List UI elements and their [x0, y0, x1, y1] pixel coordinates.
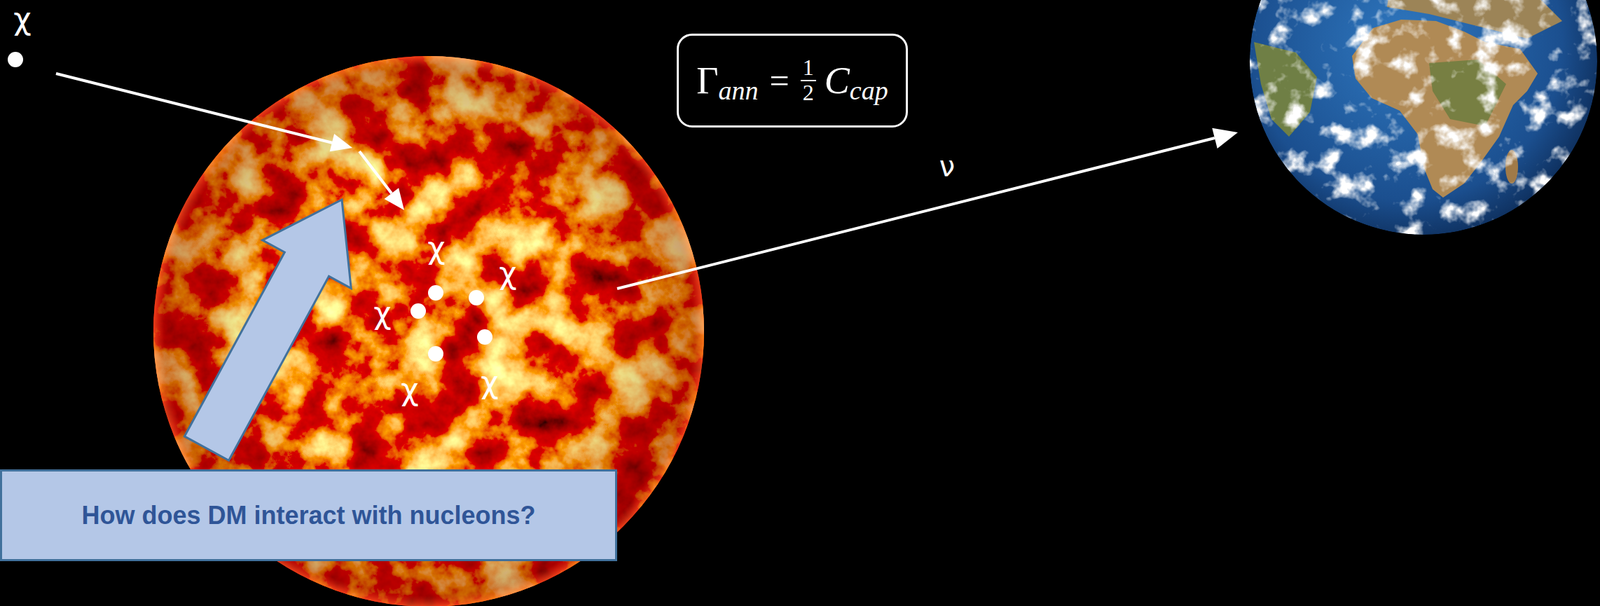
particle-symbol: χ [373, 297, 391, 329]
neutrino-line [617, 138, 1215, 289]
formula-symbol: 2 [800, 79, 817, 106]
particle-symbol: χ [13, 3, 31, 35]
particle-symbol: χ [427, 232, 445, 264]
particle-symbol: χ [480, 367, 499, 398]
formula: Γann = 12Ccap [696, 56, 888, 105]
dm-particle [428, 346, 444, 362]
earth [1249, 0, 1598, 235]
dm-particle [7, 51, 24, 68]
formula-box: Γann = 12Ccap [676, 33, 908, 128]
formula-symbol: C [824, 61, 850, 100]
fraction: 12 [800, 56, 817, 105]
dm-particle [468, 290, 485, 306]
trajectory-line [359, 151, 392, 194]
earth-ocean [1249, 0, 1598, 235]
arrow-head [1211, 128, 1238, 149]
neutrino-symbol: ν [939, 152, 955, 181]
question-text: How does DM interact with nucleons? [81, 500, 536, 531]
arrow-head [384, 187, 405, 211]
formula-symbol: cap [849, 77, 889, 104]
clouds [1249, 0, 1598, 235]
trajectory-line [56, 73, 333, 143]
dm-particle [410, 303, 426, 319]
formula-symbol: Γ [696, 61, 719, 100]
formula-symbol: = [769, 63, 790, 99]
formula-symbol: ann [718, 77, 759, 104]
block-arrow [184, 199, 351, 461]
dm-particle [477, 329, 493, 345]
arrow-head [329, 133, 353, 152]
particle-symbol: χ [498, 257, 517, 289]
dm-particle [428, 285, 444, 301]
question-box: How does DM interact with nucleons? [0, 469, 618, 562]
particle-symbol: χ [400, 374, 419, 405]
formula-symbol: 1 [800, 56, 817, 80]
